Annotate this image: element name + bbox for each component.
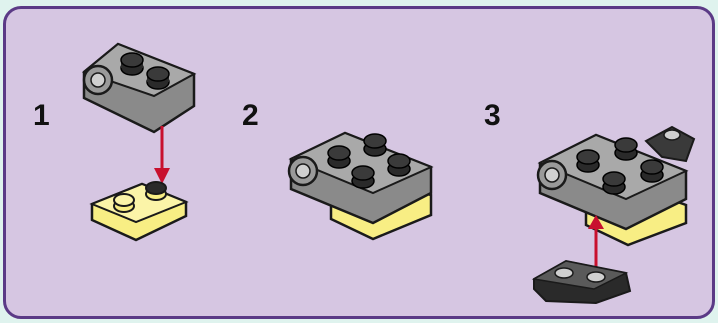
gray-hinge-plate-icon	[84, 44, 194, 132]
dark-slope-brick-icon	[534, 261, 630, 303]
step-3-illustration	[526, 121, 706, 306]
step-1-illustration	[76, 34, 216, 244]
step-2-number: 2	[242, 101, 259, 131]
assembly-arrow-icon	[154, 126, 170, 184]
instruction-panel: 1 2	[3, 6, 715, 319]
yellow-plate-icon	[92, 182, 186, 240]
step-1-number: 1	[33, 101, 50, 131]
dark-plate-assembly-icon	[538, 127, 694, 245]
dark-plate-assembly-icon	[289, 133, 431, 239]
step-2-illustration	[281, 119, 441, 244]
step-3-number: 3	[484, 101, 501, 131]
